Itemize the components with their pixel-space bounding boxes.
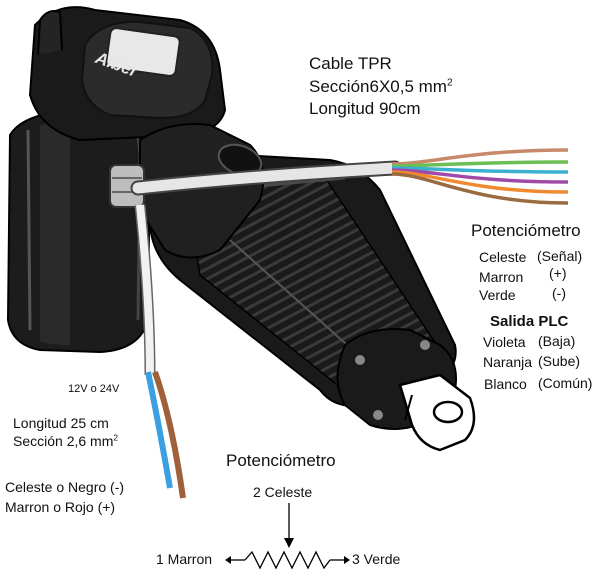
- pot-pin3-label: 3 Verde: [352, 551, 401, 567]
- legend-verde: Verde: [479, 287, 516, 303]
- legend-verde-function: (-): [552, 285, 566, 301]
- tpr-wire-6: [391, 172, 569, 205]
- tpr-wire-4: [391, 168, 569, 184]
- power-wire2-label: Marron o Rojo (+): [5, 499, 116, 515]
- tpr-wire-3: [391, 166, 569, 174]
- plc-naranja: Naranja: [483, 354, 533, 370]
- cable-tpr-section: Sección6X0,5 mm2: [309, 77, 453, 96]
- legend-celeste-function: (Señal): [537, 248, 583, 264]
- power-cable: [134, 204, 156, 376]
- power-wire-blue: [145, 371, 173, 489]
- power-wire1-label: Celeste o Negro (-): [5, 479, 125, 495]
- potentiometer-legend-title: Potenciómetro: [471, 221, 581, 240]
- legend-marron-function: (+): [549, 265, 567, 281]
- tpr-wire-2: [391, 160, 569, 168]
- pot-schematic-title: Potenciómetro: [226, 451, 336, 470]
- plc-violeta: Violeta: [483, 334, 526, 350]
- power-voltage: 12V o 24V: [68, 383, 120, 395]
- cable-tpr-title: Cable TPR: [309, 54, 392, 73]
- power-length: Longitud 25 cm: [13, 415, 109, 431]
- rod-end: [398, 373, 476, 452]
- cable-tpr-length: Longitud 90cm: [309, 99, 421, 118]
- plc-blanco-function: (Común): [538, 375, 593, 391]
- tpr-wire-fan: [391, 148, 569, 205]
- tpr-wire-1: [391, 148, 569, 166]
- tpr-wire-5: [391, 170, 569, 194]
- tpr-cable: [130, 160, 403, 196]
- control-head: [28, 6, 227, 142]
- gear-housing: [139, 123, 265, 259]
- power-section: Sección 2,6 mm2: [13, 432, 119, 449]
- plc-title: Salida PLC: [490, 313, 569, 330]
- pot-pin1-label: 1 Marron: [156, 551, 213, 567]
- plc-violeta-function: (Baja): [538, 333, 576, 349]
- potentiometer-symbol: [225, 503, 350, 570]
- plc-naranja-function: (Sube): [538, 353, 581, 369]
- legend-marron: Marron: [479, 269, 524, 285]
- power-wire-brown: [152, 370, 186, 499]
- pot-pin2-label: 2 Celeste: [253, 484, 313, 500]
- motor-body: [6, 106, 152, 354]
- legend-celeste: Celeste: [479, 249, 527, 265]
- plc-blanco: Blanco: [484, 376, 527, 392]
